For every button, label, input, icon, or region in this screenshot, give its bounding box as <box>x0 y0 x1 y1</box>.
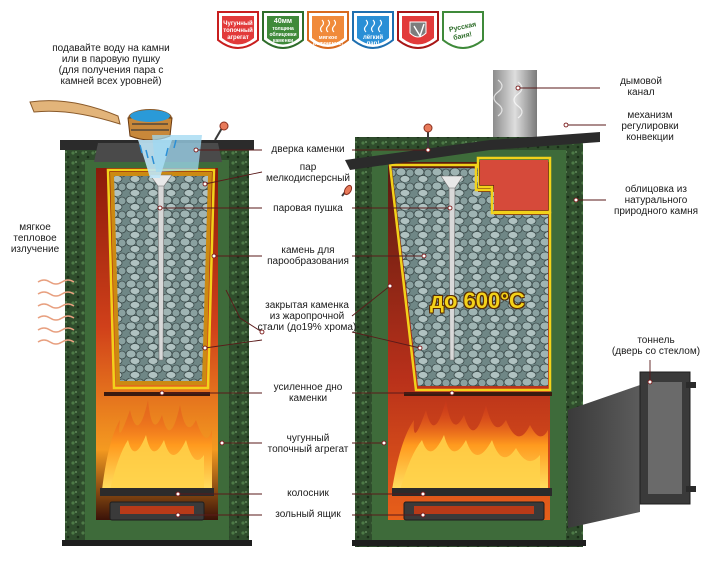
label-bottom-line-1: усиленное дно <box>273 382 343 393</box>
left-stove-base <box>62 540 252 546</box>
label-gun: паровая пушка <box>260 203 356 214</box>
badge-shield-icon <box>397 11 439 49</box>
label-steam: пар мелкодисперсный <box>260 162 356 184</box>
label-heater-line-1: закрытая каменка <box>265 300 349 311</box>
label-cladding-line-1: облицовка из <box>625 184 687 195</box>
badge-2-line-4: каменки <box>273 38 293 44</box>
badge-cast-iron: Чугунный топочный агрегат <box>217 11 259 49</box>
label-radiation-line-1: мягкое <box>19 222 51 233</box>
label-ashbox-text: зольный ящик <box>275 509 341 520</box>
left-knob <box>219 121 229 131</box>
label-water-line-3: (для получения пара с <box>58 65 164 76</box>
badge-2-line-2: толщина <box>272 26 294 32</box>
left-heater-bottom <box>104 392 210 396</box>
label-radiation: мягкое тепловое излучение <box>0 222 70 255</box>
label-tunnel-line-2: (дверь со стеклом) <box>611 346 701 357</box>
label-door: дверка каменки <box>260 144 356 155</box>
label-steam-line-2: мелкодисперсный <box>265 173 351 184</box>
left-flames <box>102 400 212 490</box>
right-convection-box <box>480 160 548 210</box>
label-door-text: дверка каменки <box>271 144 345 155</box>
badge-russian-bath: Русская баня! <box>442 11 484 49</box>
label-water-line-4: камней всех уровней) <box>60 76 162 87</box>
ladle-icon <box>29 100 173 141</box>
label-radiation-line-3: излучение <box>10 244 60 255</box>
label-convection: механизм регулировки конвекции <box>610 110 690 143</box>
label-firebox-line-2: топочный агрегат <box>267 444 349 455</box>
left-knob-stem <box>214 127 223 141</box>
left-grate <box>100 488 214 496</box>
badge-1-line-2: топочный <box>223 27 253 34</box>
right-flames <box>392 400 548 490</box>
label-convection-line-2: регулировки <box>621 121 679 132</box>
label-firebox: чугунный топочный агрегат <box>256 433 360 455</box>
heat-waves-icon <box>37 279 75 345</box>
label-steam-line-1: пар <box>299 162 317 173</box>
label-heater-line-2: из жаропрочной <box>269 311 345 322</box>
right-heater-bottom <box>404 392 552 396</box>
badge-3-line-2: излучение! <box>313 41 344 47</box>
label-cladding-line-3: природного камня <box>613 206 699 217</box>
badge-light-steam: лёгкий пар! <box>352 11 394 49</box>
label-firebox-line-1: чугунный <box>286 433 330 444</box>
left-steam-gun <box>157 179 165 361</box>
label-water-line-1: подавайте воду на камни <box>52 43 170 54</box>
badge-4-line-1: лёгкий <box>363 34 383 41</box>
left-ash-glow <box>120 506 194 514</box>
badge-3-line-1: мягкое <box>319 35 338 41</box>
label-convection-line-1: механизм <box>627 110 673 121</box>
right-steam-gun <box>448 181 456 361</box>
right-tunnel <box>568 385 640 528</box>
right-stove-base <box>352 540 586 546</box>
right-heater-stones <box>392 168 548 386</box>
label-chimney-line-1: дымовой <box>620 76 662 87</box>
right-heater-yellow-line <box>388 163 552 392</box>
pointer-lines <box>157 85 653 518</box>
label-radiation-line-2: тепловое <box>13 233 57 244</box>
label-grate: колосник <box>260 488 356 499</box>
label-gun-text: паровая пушка <box>273 203 343 214</box>
badge-6-line-2: баня! <box>453 30 473 42</box>
label-heater: закрытая каменка из жаропрочной стали (д… <box>250 300 364 333</box>
label-tunnel-line-1: тоннель <box>637 335 675 346</box>
label-grate-text: колосник <box>287 488 329 499</box>
label-convection-line-3: конвекции <box>626 132 674 143</box>
badge-4-line-2: пар! <box>367 41 380 47</box>
label-water: подавайте воду на камни или в паровую пу… <box>36 43 186 87</box>
right-knob <box>423 123 433 133</box>
label-ashbox: зольный ящик <box>260 509 356 520</box>
label-tunnel: тоннель (дверь со стеклом) <box>600 335 712 357</box>
badge-1-line-3: агрегат <box>227 35 249 41</box>
label-bottom: усиленное дно каменки <box>260 382 356 404</box>
label-stones: камень для парообразования <box>260 245 356 267</box>
right-stove-top <box>345 132 600 170</box>
badge-thickness: 40мм толщина облицовки каменки <box>262 11 304 49</box>
label-water-line-2: или в паровую пушку <box>61 54 161 65</box>
label-cladding: облицовка из натурального природного кам… <box>606 184 706 217</box>
label-chimney-line-2: канал <box>627 87 655 98</box>
label-bottom-line-2: каменки <box>288 393 328 404</box>
badge-1-line-1: Чугунный <box>223 20 253 27</box>
right-stove <box>341 70 696 547</box>
label-heater-line-3: стали (до19% хрома) <box>257 322 357 333</box>
water-drops <box>138 135 202 178</box>
label-cladding-line-2: натурального <box>624 195 688 206</box>
feature-badges: Чугунный топочный агрегат 40мм толщина о… <box>217 11 484 49</box>
badge-2-line-3: облицовки <box>269 31 296 38</box>
badge-2-line-1: 40мм <box>274 18 292 25</box>
label-chimney: дымовой канал <box>608 76 674 98</box>
right-grate <box>392 488 552 496</box>
badge-soft-radiation: мягкое излучение! <box>307 11 349 49</box>
temperature-label: до 600°C <box>430 288 525 313</box>
label-stones-line-2: парообразования <box>267 256 349 267</box>
label-stones-line-1: камень для <box>281 245 335 256</box>
left-stove <box>60 121 254 546</box>
